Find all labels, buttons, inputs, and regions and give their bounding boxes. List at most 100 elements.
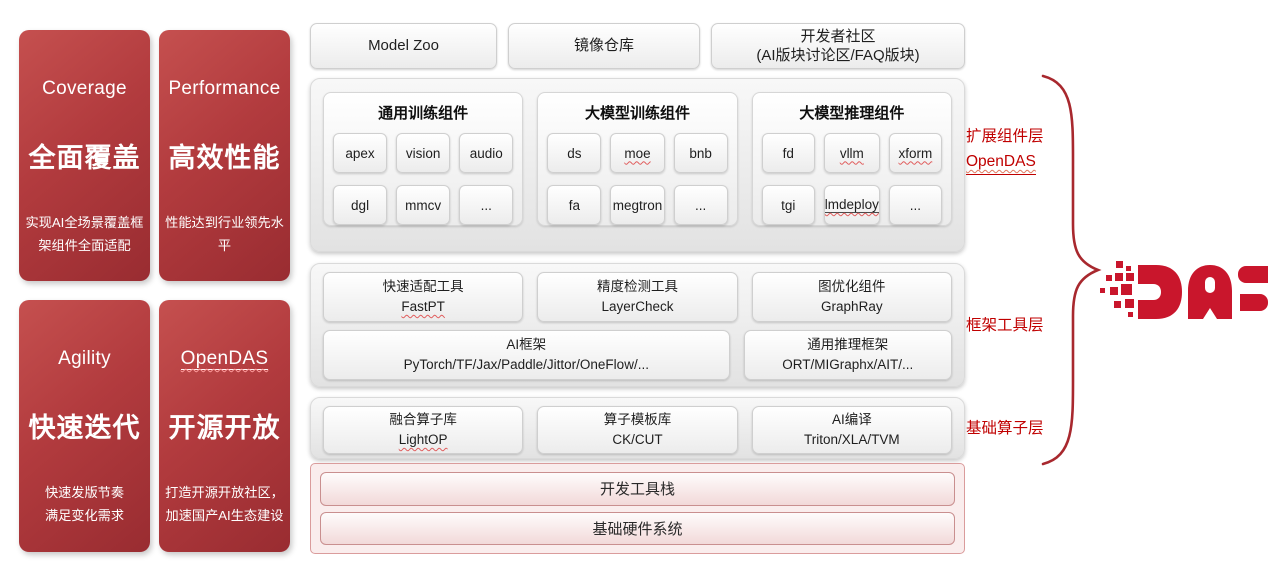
card-headline: 快速迭代: [28, 413, 141, 443]
box-ck-cut: 算子模板库 CK/CUT: [537, 406, 738, 454]
box-title: 快速适配工具: [382, 278, 464, 294]
card-title: Coverage: [42, 78, 127, 99]
group-general-training: 通用训练组件 apex vision audio dgl mmcv ...: [323, 92, 524, 226]
bar-hardware-system: 基础硬件系统: [320, 511, 955, 545]
layer-label-line1: 扩展组件层: [966, 128, 1044, 145]
component-chip: ...: [888, 185, 942, 225]
chip-label: vllm: [839, 145, 864, 161]
box-subtitle: LayerCheck: [601, 299, 674, 314]
das-logo-icon: [1100, 261, 1268, 319]
component-chip: audio: [459, 133, 514, 173]
group-title: 通用训练组件: [378, 105, 469, 122]
component-chip: megtron: [610, 185, 665, 225]
box-label: 开发者社区 (AI版块讨论区/FAQ版块): [756, 27, 920, 65]
chip-label: bnb: [689, 145, 712, 161]
top-services-row: Model Zoo 镜像仓库 开发者社区 (AI版块讨论区/FAQ版块): [310, 23, 965, 69]
chip-label: moe: [624, 145, 651, 161]
chip-label: ...: [909, 197, 922, 213]
box-title: AI编译: [831, 412, 872, 428]
card-headline: 开源开放: [168, 413, 281, 443]
box-subtitle: PyTorch/TF/Jax/Paddle/Jittor/OneFlow/...: [403, 357, 649, 372]
chip-label: ...: [480, 197, 492, 213]
group-title: 大模型推理组件: [799, 105, 905, 122]
base-operator-layer: 融合算子库 LightOP 算子模板库 CK/CUT AI编译 Triton/X…: [310, 397, 965, 459]
chip-label: apex: [345, 145, 375, 161]
box-subtitle: ORT/MIGraphx/AIT/...: [782, 357, 914, 372]
feature-card-opendas: OpenDAS 开源开放 打造开源开放社区， 加速国产AI生态建设: [159, 300, 290, 552]
box-developer-community: 开发者社区 (AI版块讨论区/FAQ版块): [711, 23, 965, 69]
chip-label: tgi: [781, 197, 796, 213]
group-llm-training: 大模型训练组件 ds moe bnb fa megtron ...: [537, 92, 738, 226]
chip-label: megtron: [612, 197, 663, 213]
chip-label: dgl: [351, 197, 370, 213]
opendas-underlined-text: OpenDAS: [180, 348, 269, 370]
component-chip: mmcv: [396, 185, 451, 225]
card-headline: 高效性能: [168, 143, 281, 173]
box-label: Model Zoo: [368, 37, 439, 55]
component-chip: xform: [888, 133, 942, 173]
box-title: 图优化组件: [818, 278, 886, 294]
chip-label: ds: [567, 145, 582, 161]
card-title: OpenDAS: [180, 348, 269, 370]
chip-label: audio: [469, 145, 503, 161]
chip-label: fd: [782, 145, 794, 161]
feature-card-agility: Agility 快速迭代 快速发版节奏 满足变化需求: [19, 300, 150, 552]
layer-label-text: 框架工具层: [966, 317, 1044, 334]
curly-brace-icon: [1041, 74, 1102, 466]
box-subtitle: Triton/XLA/TVM: [804, 432, 900, 447]
component-chip: moe: [610, 133, 665, 173]
component-chip: ...: [673, 185, 728, 225]
chip-label: mmcv: [405, 197, 442, 213]
component-chip: lmdeploy: [823, 185, 880, 225]
framework-row-1: 快速适配工具 FastPT 精度检测工具 LayerCheck 图优化组件 Gr…: [323, 272, 952, 322]
chip-grid: apex vision audio dgl mmcv ...: [333, 133, 514, 225]
component-chip: apex: [333, 133, 388, 173]
box-title: AI框架: [506, 336, 547, 352]
chip-label: lmdeploy: [824, 197, 879, 213]
component-chip: dgl: [333, 185, 388, 225]
component-chip: fa: [547, 185, 602, 225]
box-image-registry: 镜像仓库: [508, 23, 700, 69]
card-title: Agility: [58, 348, 111, 369]
box-ai-frameworks: AI框架 PyTorch/TF/Jax/Paddle/Jittor/OneFlo…: [323, 330, 730, 380]
layer-label-line2: OpenDAS: [966, 149, 1036, 175]
feature-card-coverage: Coverage 全面覆盖 实现AI全场景覆盖框 架组件全面适配: [19, 30, 150, 281]
card-headline: 全面覆盖: [28, 143, 141, 173]
box-lightop: 融合算子库 LightOP: [323, 406, 524, 454]
component-chip: ds: [547, 133, 602, 173]
box-title: 通用推理框架: [807, 336, 889, 352]
box-label: 镜像仓库: [573, 37, 634, 55]
group-llm-inference: 大模型推理组件 fd vllm xform tgi lmdeploy ...: [751, 92, 952, 226]
card-title: Performance: [168, 78, 281, 99]
card-description: 性能达到行业领先水平: [165, 215, 284, 254]
chip-grid: ds moe bnb fa megtron ...: [547, 133, 728, 225]
extension-components-layer: 通用训练组件 apex vision audio dgl mmcv ... 大模…: [310, 78, 965, 252]
card-description: 实现AI全场景覆盖框 架组件全面适配: [25, 215, 144, 254]
component-chip: ...: [459, 185, 514, 225]
box-inference-frameworks: 通用推理框架 ORT/MIGraphx/AIT/...: [743, 330, 952, 380]
bar-label: 开发工具栈: [599, 481, 675, 499]
card-description: 快速发版节奏 满足变化需求: [44, 485, 125, 524]
chip-label: vision: [405, 145, 441, 161]
bar-dev-toolchain: 开发工具栈: [320, 472, 955, 506]
component-chip: fd: [761, 133, 815, 173]
box-subtitle: GraphRay: [821, 299, 883, 314]
box-ai-compilers: AI编译 Triton/XLA/TVM: [751, 406, 952, 454]
component-chip: vllm: [823, 133, 880, 173]
component-chip: bnb: [673, 133, 728, 173]
base-system-stack: 开发工具栈 基础硬件系统: [310, 463, 965, 554]
box-fastpt: 快速适配工具 FastPT: [323, 272, 524, 322]
layer-label-operator: 基础算子层: [966, 416, 1044, 441]
feature-card-performance: Performance 高效性能 性能达到行业领先水平: [159, 30, 290, 281]
layer-label-extension: 扩展组件层 OpenDAS: [966, 124, 1044, 175]
layer-label-framework: 框架工具层: [966, 313, 1044, 338]
chip-label: fa: [568, 197, 581, 213]
card-description: 打造开源开放社区， 加速国产AI生态建设: [165, 485, 284, 524]
box-subtitle: FastPT: [401, 299, 445, 314]
component-chip: vision: [396, 133, 451, 173]
box-subtitle: CK/CUT: [612, 432, 663, 447]
box-layercheck: 精度检测工具 LayerCheck: [537, 272, 738, 322]
box-title: 精度检测工具: [596, 278, 678, 294]
box-model-zoo: Model Zoo: [310, 23, 497, 69]
